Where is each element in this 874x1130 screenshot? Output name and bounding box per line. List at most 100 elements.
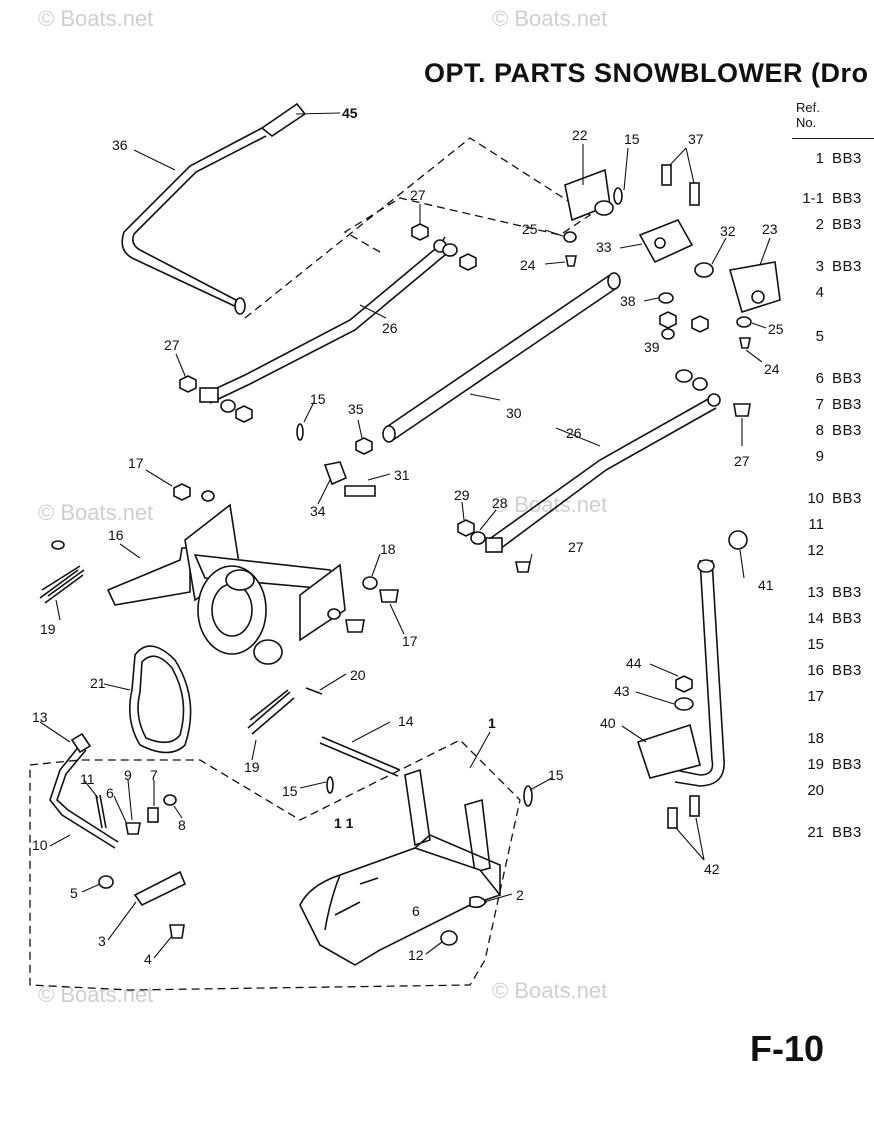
- ref-row-number: 6: [815, 370, 824, 387]
- callout-24: 24: [520, 257, 536, 273]
- ref-table-header: Ref. No.: [792, 100, 874, 139]
- callout-7: 7: [150, 767, 158, 783]
- pulley-assembly-part: [39, 483, 399, 735]
- ref-row-number: 18: [807, 730, 824, 747]
- ref-table-row: 9: [790, 448, 832, 465]
- link-plate-3-part: [95, 794, 187, 939]
- ref-table-row: 5: [790, 328, 832, 345]
- callout-17: 17: [402, 633, 418, 649]
- ref-row-code: BB3: [832, 824, 862, 841]
- callout-9: 9: [124, 767, 132, 783]
- callout-15: 15: [624, 131, 640, 147]
- ref-row-code: BB3: [832, 610, 862, 627]
- callout-34: 34: [310, 503, 326, 519]
- callout-40: 40: [600, 715, 616, 731]
- callout-19: 19: [40, 621, 56, 637]
- ref-table-row: 11: [790, 516, 832, 533]
- callout-4: 4: [144, 951, 152, 967]
- callout-12: 12: [408, 947, 424, 963]
- callout-37: 37: [688, 131, 704, 147]
- ref-table-row: 17: [790, 688, 832, 705]
- handle-bar-part: [121, 102, 307, 315]
- ref-row-code: BB3: [832, 370, 862, 387]
- leader-lines: [39, 112, 771, 959]
- page-number: F-10: [750, 1028, 825, 1069]
- ref-row-code: BB3: [832, 258, 862, 275]
- callout-16: 16: [108, 527, 124, 543]
- callout-23: 23: [762, 221, 778, 237]
- ref-row-number: 16: [807, 662, 824, 679]
- ref-row-number: 2: [815, 216, 824, 233]
- callout-17: 17: [128, 455, 144, 471]
- watermark: © Boats.net: [38, 500, 154, 525]
- callout-2: 2: [516, 887, 524, 903]
- ref-table-row: 20: [790, 782, 832, 799]
- ref-table-row: 15: [790, 636, 832, 653]
- ref-table-row: 3 BB3: [790, 258, 862, 275]
- callout-31: 31: [394, 467, 410, 483]
- callout-33: 33: [596, 239, 612, 255]
- ref-row-code: BB3: [832, 662, 862, 679]
- callout-10: 10: [32, 837, 48, 853]
- page-title: OPT. PARTS SNOWBLOWER (Dro: [424, 58, 869, 88]
- callout-21: 21: [90, 675, 106, 691]
- clamp-33-part: [638, 218, 694, 264]
- rod-26-lower-part: [485, 393, 721, 553]
- rod-14-part: [319, 736, 401, 794]
- callout-15: 15: [548, 767, 564, 783]
- watermark: © Boats.net: [38, 982, 154, 1007]
- ref-table-row: 4: [790, 284, 832, 301]
- callout-30: 30: [506, 405, 522, 421]
- ref-row-number: 20: [807, 782, 824, 799]
- callout-44: 44: [626, 655, 642, 671]
- callout-20: 20: [350, 667, 366, 683]
- callout-27: 27: [410, 187, 426, 203]
- belt-21-part: [129, 645, 192, 754]
- callout-15: 15: [282, 783, 298, 799]
- callout-13: 13: [32, 709, 48, 725]
- watermark: © Boats.net: [492, 6, 608, 31]
- callout-26: 26: [382, 320, 398, 336]
- ref-row-code: BB3: [832, 584, 862, 601]
- bracket-23-part: [728, 261, 781, 314]
- callout-6: 6: [412, 903, 420, 919]
- ref-table-row: 18: [790, 730, 832, 747]
- callout-15: 15: [310, 391, 326, 407]
- callout-42: 42: [704, 861, 720, 877]
- ref-row-number: 10: [807, 490, 824, 507]
- bracket-22-part: [564, 168, 614, 222]
- watermark: © Boats.net: [492, 978, 608, 1003]
- ref-table-row: 14 BB3: [790, 610, 862, 627]
- callout-25: 25: [522, 221, 538, 237]
- hardware-parts: [179, 164, 752, 573]
- ref-row-number: 3: [815, 258, 824, 275]
- callout-19: 19: [244, 759, 260, 775]
- ref-header-line2: No.: [796, 115, 817, 130]
- rod-30-part: [382, 272, 621, 443]
- ref-row-code: BB3: [832, 216, 862, 233]
- callout-41: 41: [758, 577, 774, 593]
- callout-3: 3: [98, 933, 106, 949]
- callout-1: 1: [488, 715, 496, 731]
- ref-table-row: 2 BB3: [790, 216, 862, 233]
- callout-39: 39: [644, 339, 660, 355]
- ref-row-code: BB3: [832, 396, 862, 413]
- ref-table-row: 16 BB3: [790, 662, 862, 679]
- ref-row-code: BB3: [832, 756, 862, 773]
- callout-28: 28: [492, 495, 508, 511]
- ref-row-number: 11: [808, 516, 824, 533]
- shift-lever-part: [49, 732, 119, 849]
- callout-5: 5: [70, 885, 78, 901]
- ref-row-number: 14: [807, 610, 824, 627]
- callout-35: 35: [348, 401, 364, 417]
- ref-row-code: BB3: [832, 490, 862, 507]
- rod-26-upper-part: [199, 236, 447, 404]
- ref-row-number: 13: [807, 584, 824, 601]
- ref-row-number: 1: [815, 150, 824, 167]
- callout-27: 27: [568, 539, 584, 555]
- ref-table-row: 10 BB3: [790, 490, 862, 507]
